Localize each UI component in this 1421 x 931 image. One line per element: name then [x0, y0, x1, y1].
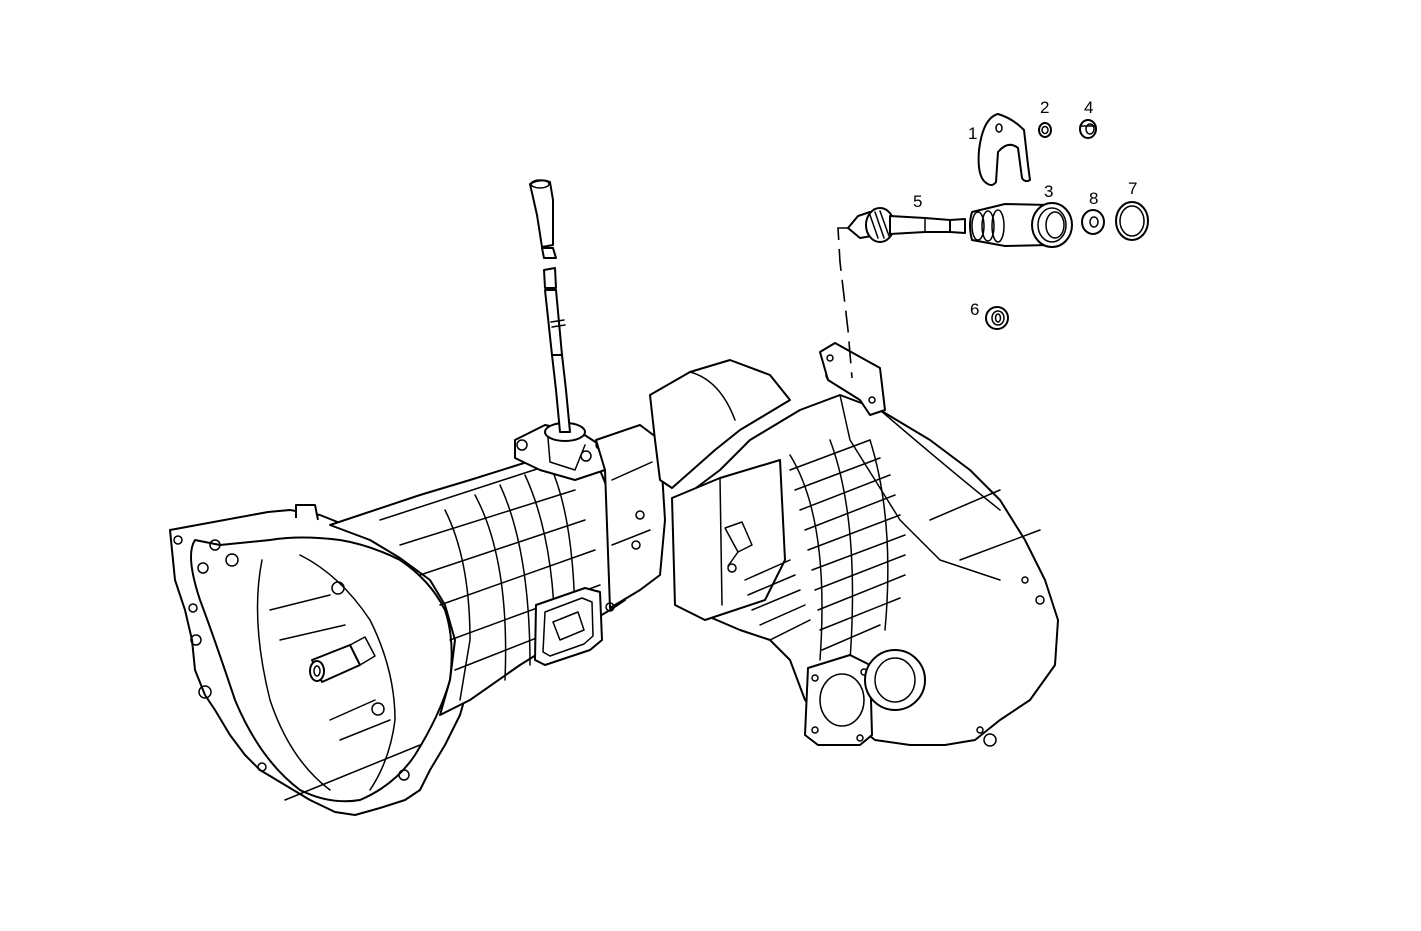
bellhousing-opening — [190, 536, 453, 803]
transfer-case-fins — [744, 439, 906, 661]
part-3-sleeve — [969, 202, 1073, 248]
inspection-cover — [534, 587, 603, 666]
input-shaft — [309, 636, 376, 683]
part-4-nut — [1079, 119, 1097, 139]
callout-2: 2 — [1040, 98, 1050, 117]
callout-1: 1 — [968, 124, 978, 143]
part-2-washer — [1038, 122, 1052, 138]
part-7-o-ring — [1115, 201, 1149, 241]
callout-3: 3 — [1044, 182, 1054, 201]
callout-6: 6 — [970, 300, 980, 319]
callout-4: 4 — [1084, 98, 1094, 117]
callout-7: 7 — [1128, 179, 1138, 198]
transfer-case — [649, 342, 1059, 747]
speedo-mount-flange — [819, 342, 886, 416]
shift-knob — [529, 179, 554, 248]
part-8-seal — [1081, 209, 1105, 235]
transfer-case-front-plate — [671, 459, 786, 621]
part-6-oil-seal — [985, 306, 1009, 330]
transfer-case-adapter — [649, 359, 791, 489]
callout-5: 5 — [913, 192, 923, 211]
part-1-bracket — [977, 113, 1031, 186]
shift-lever — [541, 247, 571, 433]
main-transmission — [169, 179, 666, 816]
extension-housing — [595, 424, 666, 609]
output-flange — [804, 649, 926, 746]
callout-8: 8 — [1089, 189, 1099, 208]
leader-line — [837, 227, 853, 379]
shift-tower — [514, 422, 606, 481]
part-5-driven-gear — [847, 207, 966, 243]
